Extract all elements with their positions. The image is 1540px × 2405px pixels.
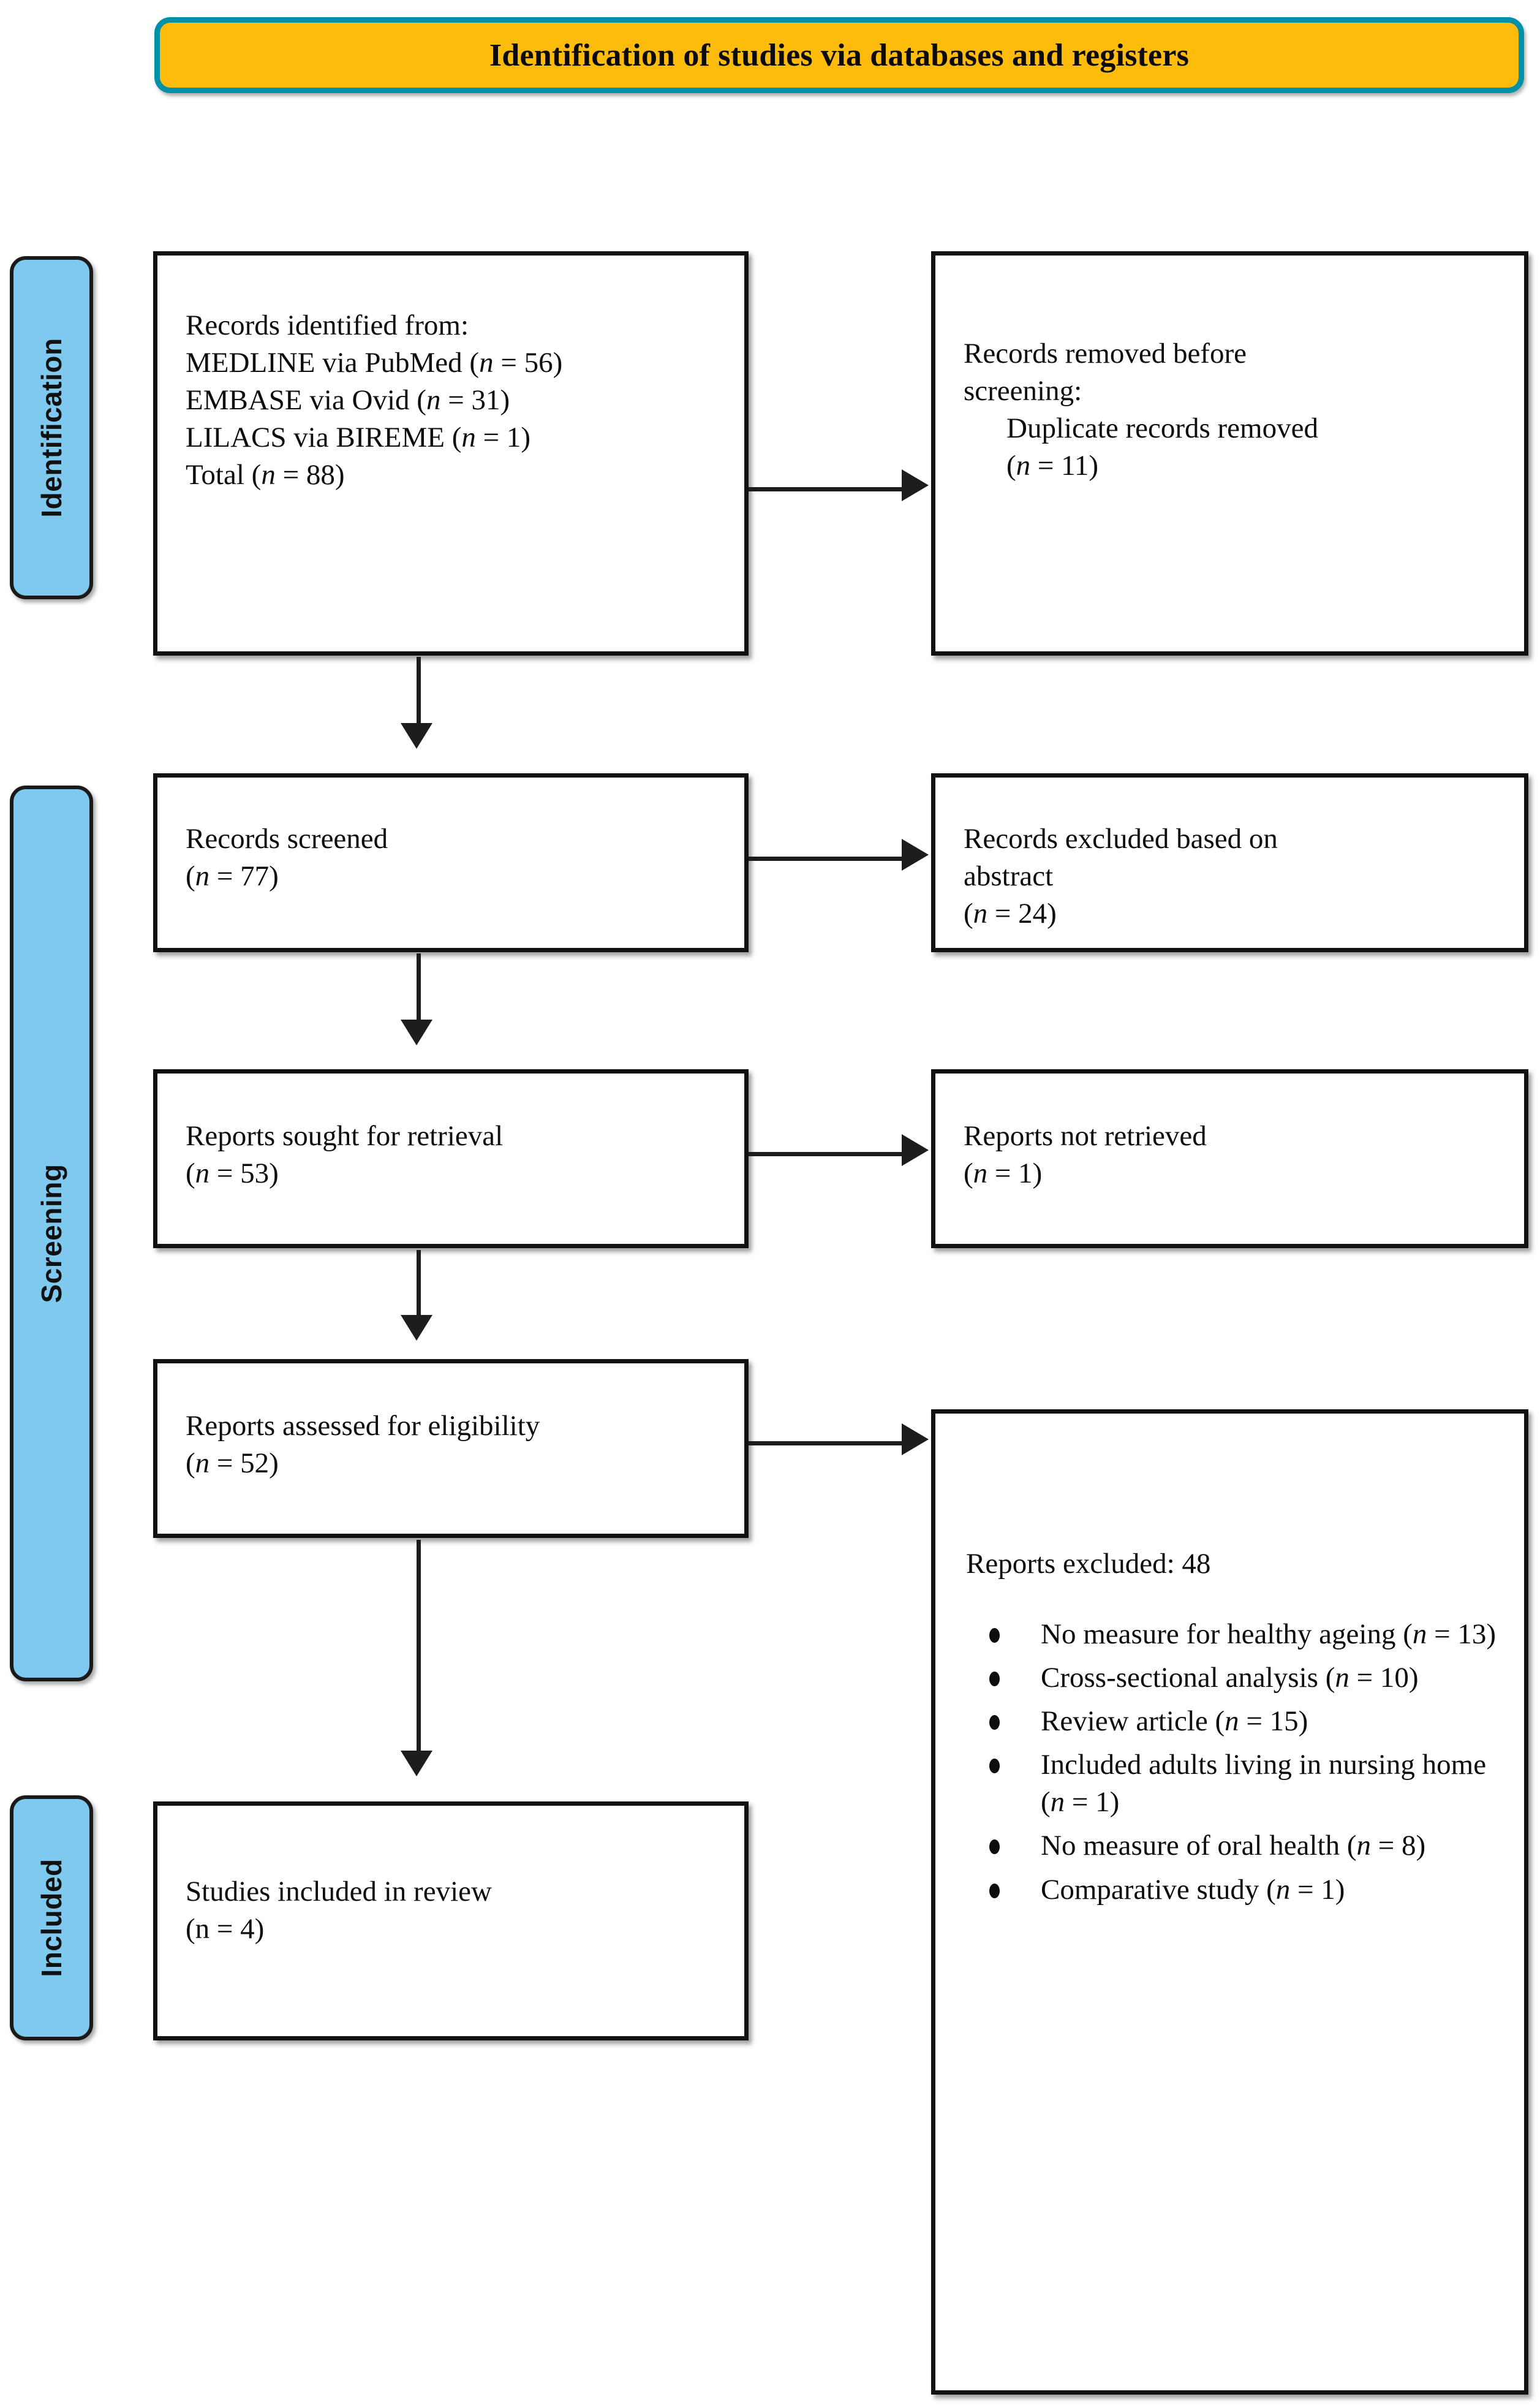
- connector-screened-to-excluded-abstract: [749, 857, 903, 861]
- list-item: No measure for healthy ageing (n = 13): [966, 1616, 1507, 1653]
- records-removed-line-1: Records removed before: [964, 338, 1247, 369]
- box-reports-not-retrieved: Reports not retrieved (n = 1): [931, 1069, 1528, 1248]
- arrowhead-down-icon: [401, 1751, 432, 1776]
- box-records-excluded-based-on-abstract: Records excluded based on abstract (n = …: [931, 773, 1528, 952]
- box-records-identified-text: Records identified from: MEDLINE via Pub…: [186, 307, 728, 494]
- stage-rail-included-label: Included: [36, 1858, 67, 1977]
- arrowhead-right-icon: [902, 839, 929, 871]
- records-removed-line-2: screening:: [964, 375, 1082, 407]
- connector-assessed-to-included: [417, 1540, 421, 1753]
- box-reports-assessed-for-eligibility: Reports assessed for eligibility (n = 52…: [153, 1359, 749, 1538]
- records-removed-line-4: (n = 11): [1006, 450, 1099, 482]
- arrowhead-right-icon: [902, 1134, 929, 1166]
- records-excluded-abstract-line-1: Records excluded based on: [964, 823, 1278, 855]
- box-studies-included-in-review: Studies included in review (n = 4): [153, 1801, 749, 2040]
- list-item: Included adults living in nursing home (…: [966, 1746, 1507, 1821]
- connector-sought-to-assessed: [417, 1250, 421, 1317]
- diagram-title: Identification of studies via databases …: [489, 37, 1190, 73]
- box-studies-included-text: Studies included in review (n = 4): [186, 1873, 728, 1948]
- bullet-icon: [989, 1672, 1000, 1687]
- bullet-icon: [989, 1883, 1000, 1898]
- studies-included-line-1: Studies included in review: [186, 1876, 492, 1907]
- connector-screened-to-sought: [417, 953, 421, 1022]
- list-item: Comparative study (n = 1): [966, 1871, 1507, 1909]
- bullet-icon: [989, 1839, 1000, 1855]
- arrowhead-right-icon: [902, 469, 929, 501]
- reports-assessed-line-1: Reports assessed for eligibility: [186, 1410, 540, 1442]
- reports-excluded-title: Reports excluded: 48: [966, 1548, 1211, 1580]
- arrowhead-down-icon: [401, 1315, 432, 1341]
- reports-not-retrieved-line-2: (n = 1): [964, 1157, 1043, 1190]
- reports-assessed-line-2: (n = 52): [186, 1447, 279, 1480]
- box-records-removed-before-screening: Records removed before screening: Duplic…: [931, 251, 1528, 656]
- reports-sought-line-2: (n = 53): [186, 1157, 279, 1190]
- box-reports-sought-for-retrieval: Reports sought for retrieval (n = 53): [153, 1069, 749, 1248]
- list-item: No measure of oral health (n = 8): [966, 1827, 1507, 1865]
- arrowhead-right-icon: [902, 1423, 929, 1455]
- arrowhead-down-icon: [401, 723, 432, 749]
- box-records-screened: Records screened (n = 77): [153, 773, 749, 952]
- reports-sought-line-1: Reports sought for retrieval: [186, 1120, 504, 1152]
- box-reports-sought-text: Reports sought for retrieval (n = 53): [186, 1118, 728, 1192]
- records-excluded-abstract-line-3: (n = 24): [964, 898, 1057, 930]
- records-removed-line-3: Duplicate records removed: [1006, 412, 1318, 445]
- stage-rail-identification: Identification: [10, 256, 93, 599]
- studies-included-line-2: (n = 4): [186, 1913, 265, 1945]
- box-records-screened-text: Records screened (n = 77): [186, 820, 728, 895]
- stage-rail-screening: Screening: [10, 786, 93, 1681]
- reports-excluded-reason-list: No measure for healthy ageing (n = 13) C…: [966, 1616, 1507, 1915]
- stage-rail-screening-label: Screening: [36, 1164, 67, 1303]
- bullet-icon: [989, 1715, 1000, 1730]
- box-reports-assessed-text: Reports assessed for eligibility (n = 52…: [186, 1407, 728, 1482]
- connector-sought-to-not-retrieved: [749, 1152, 903, 1156]
- records-screened-line-1: Records screened: [186, 823, 388, 855]
- box-records-identified: Records identified from: MEDLINE via Pub…: [153, 251, 749, 656]
- connector-identified-to-screened: [417, 657, 421, 725]
- records-identified-line-2: MEDLINE via PubMed (n = 56): [186, 347, 563, 379]
- diagram-header-banner: Identification of studies via databases …: [154, 17, 1524, 93]
- connector-assessed-to-reports-excluded: [749, 1441, 903, 1445]
- box-records-excluded-abstract-text: Records excluded based on abstract (n = …: [964, 820, 1508, 933]
- records-identified-line-4: LILACS via BIREME (n = 1): [186, 422, 531, 454]
- box-records-removed-text: Records removed before screening: Duplic…: [964, 335, 1508, 485]
- records-identified-line-1: Records identified from:: [186, 309, 469, 341]
- reports-not-retrieved-line-1: Reports not retrieved: [964, 1120, 1207, 1152]
- records-screened-line-2: (n = 77): [186, 860, 279, 893]
- records-identified-line-5: Total (n = 88): [186, 459, 345, 491]
- list-item: Review article (n = 15): [966, 1703, 1507, 1740]
- stage-rail-identification-label: Identification: [36, 338, 67, 518]
- bullet-icon: [989, 1759, 1000, 1774]
- arrowhead-down-icon: [401, 1020, 432, 1045]
- box-reports-excluded: Reports excluded: 48 No measure for heal…: [931, 1409, 1528, 2395]
- box-reports-not-retrieved-text: Reports not retrieved (n = 1): [964, 1118, 1508, 1192]
- records-identified-line-3: EMBASE via Ovid (n = 31): [186, 384, 510, 417]
- records-excluded-abstract-line-2: abstract: [964, 860, 1054, 893]
- connector-identified-to-removed: [749, 487, 903, 491]
- list-item: Cross-sectional analysis (n = 10): [966, 1659, 1507, 1697]
- stage-rail-included: Included: [10, 1795, 93, 2040]
- bullet-icon: [989, 1628, 1000, 1643]
